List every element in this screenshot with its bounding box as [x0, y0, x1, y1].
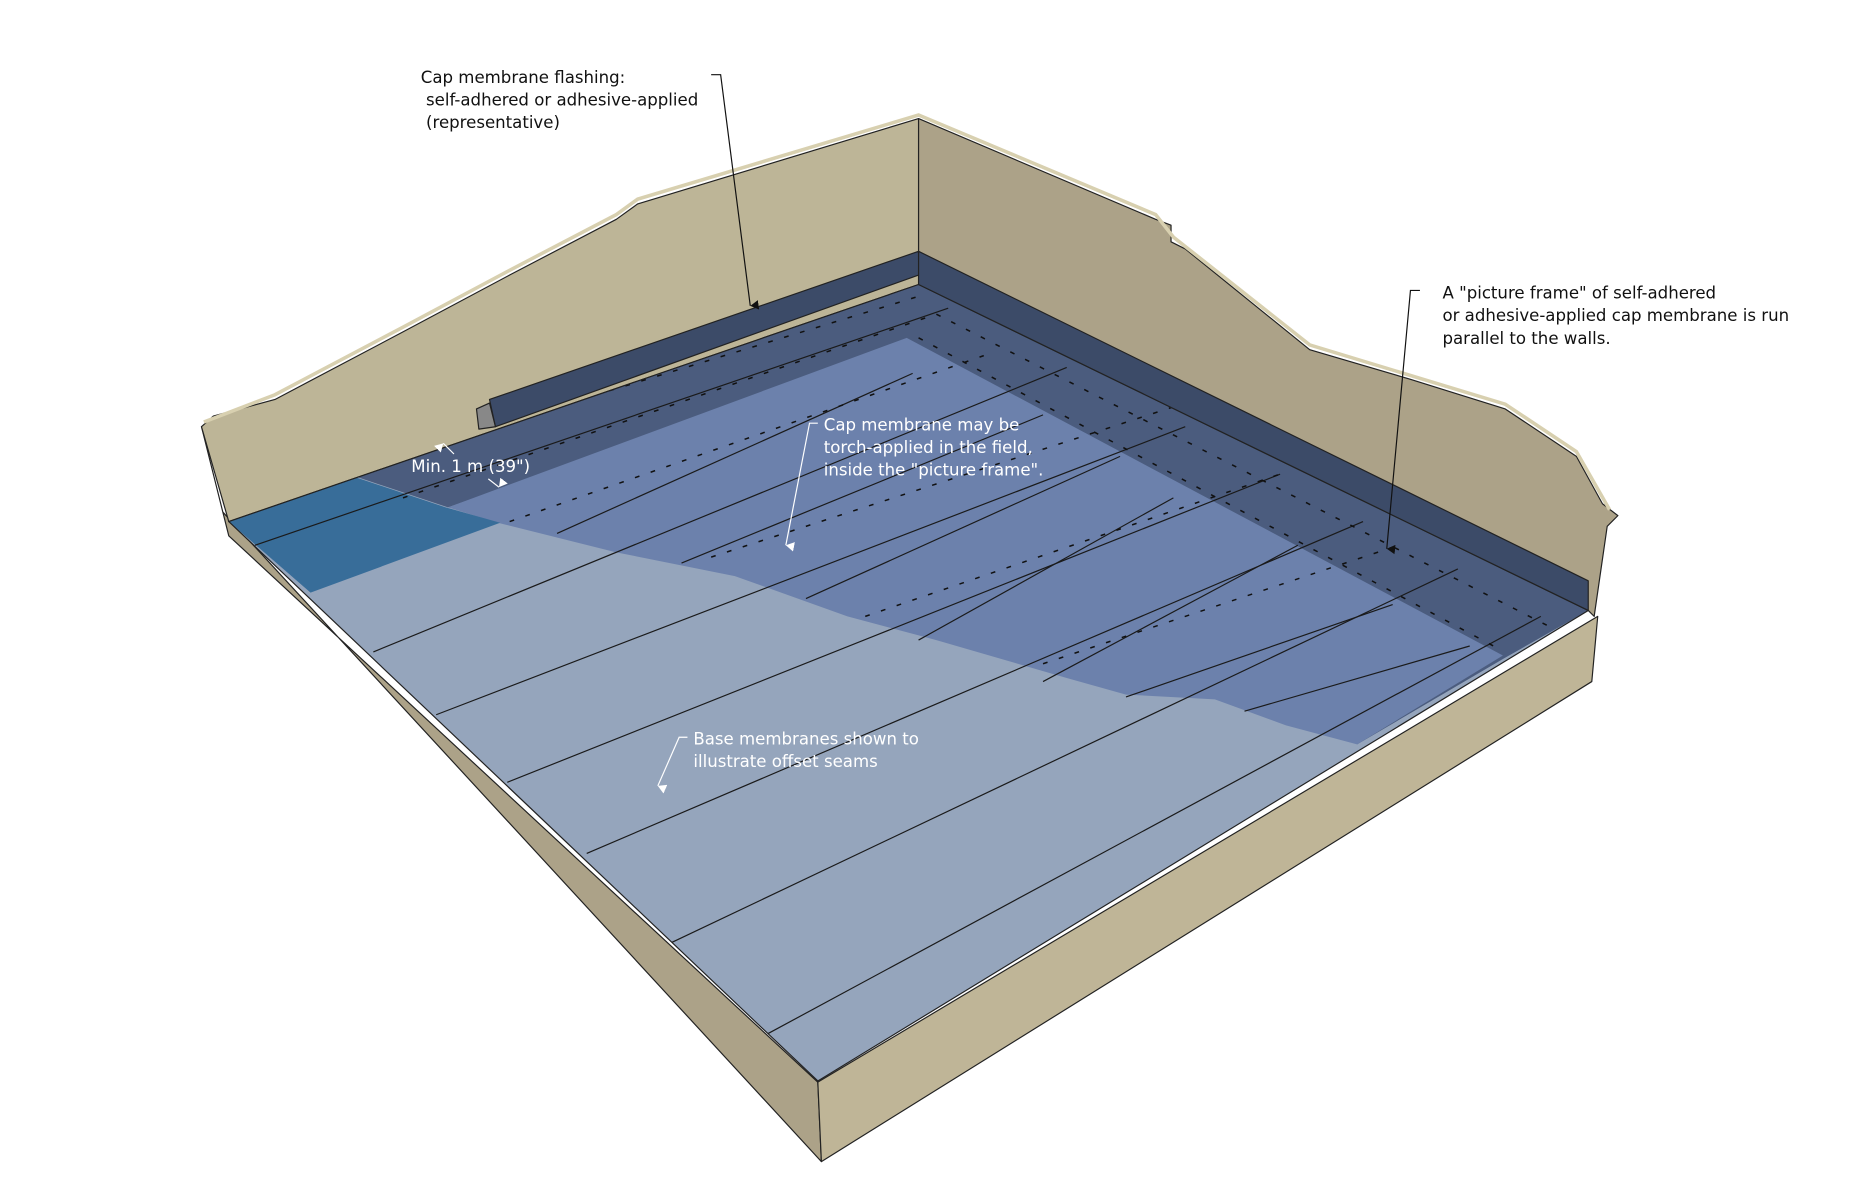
leader-arrow	[785, 422, 818, 552]
field-cap-membrane	[448, 337, 1503, 745]
left-flashing-end	[475, 402, 497, 430]
flashing-callout: Cap membrane flashing: self-adhered or a…	[421, 68, 760, 310]
dashed-lines	[355, 295, 1554, 665]
leader-arrow	[711, 74, 760, 310]
membrane-seams	[254, 307, 1542, 1035]
svg-text:Cap membrane flashing: self-ad: Cap membrane flashing: self-adhered or a…	[421, 68, 698, 132]
outer-right-face	[817, 615, 1599, 1163]
leader-arrow	[1386, 289, 1420, 555]
svg-text:Min. 1 m (39"): Min. 1 m (39")	[411, 457, 530, 476]
dimension-arrow	[487, 477, 508, 488]
wall-cap-edge	[203, 113, 1612, 511]
dimension-arrow	[434, 442, 455, 455]
leader-arrow	[657, 736, 688, 794]
right-flashing	[917, 250, 1589, 612]
teal-patch	[228, 476, 501, 593]
min-width-callout: Min. 1 m (39")	[411, 442, 530, 488]
